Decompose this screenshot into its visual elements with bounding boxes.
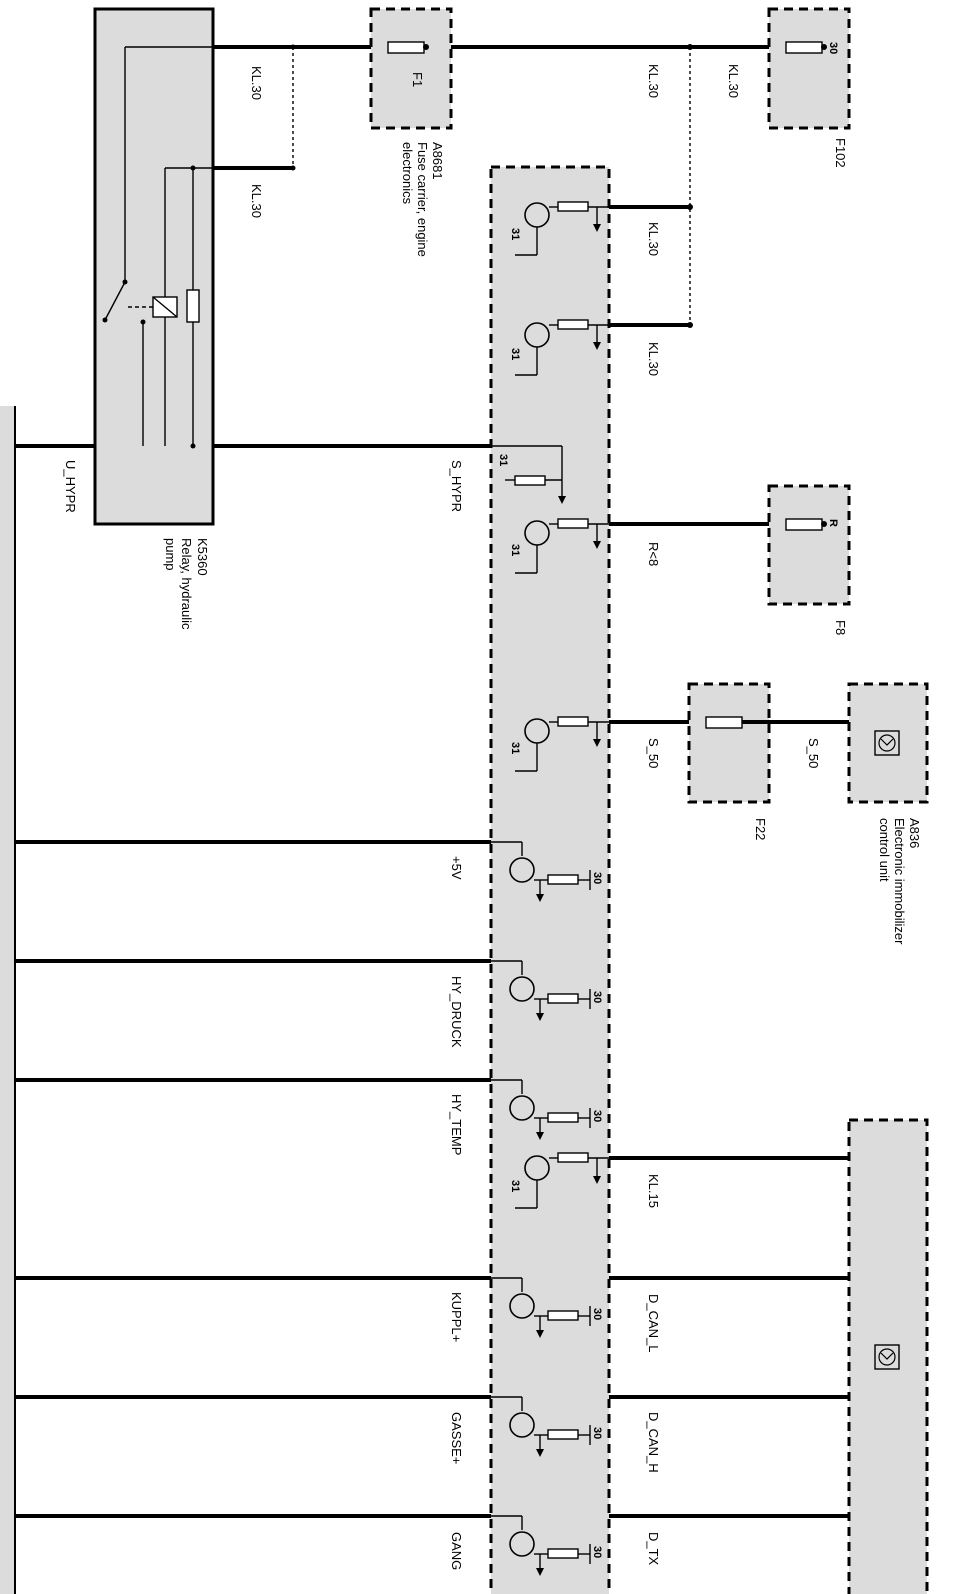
label-hy-temp: HY_TEMP (449, 1094, 464, 1155)
input-channel-gang: 30 (14, 1514, 603, 1576)
pin-30-gang: 30 (591, 1546, 603, 1558)
bus-control-unit (847, 1118, 929, 1594)
label-s50-b: S_50 (806, 738, 821, 768)
label-a8681-id: A8681 (430, 142, 445, 180)
resistor-icon (547, 1310, 579, 1321)
fuse-carrier-a8681: F1 (369, 7, 453, 130)
pin-f8: R (827, 519, 839, 527)
resistor-icon (557, 201, 589, 212)
resistor-icon (547, 874, 579, 885)
transistor-icon (509, 1412, 535, 1438)
resistor-icon (557, 319, 589, 330)
transistor-icon (509, 857, 535, 883)
label-s50-a: S_50 (646, 738, 661, 768)
label-plus5v: +5V (449, 856, 464, 880)
pin-30-hy-druck: 30 (591, 991, 603, 1003)
input-channel-kuppl: 30 (14, 1276, 603, 1338)
svg-text:31: 31 (509, 228, 521, 240)
label-a836-desc1: Electronic immobilizer (892, 818, 907, 945)
transistor-icon (509, 1095, 535, 1121)
label-s-hypr: S_HYPR (449, 460, 464, 512)
fuse-f22 (687, 682, 771, 804)
pin-f102: 30 (827, 42, 839, 54)
label-kl15: KL.15 (646, 1174, 661, 1208)
label-k5360-desc1: Relay, hydraulic (179, 538, 194, 630)
fuse-f1-icon (387, 41, 425, 54)
label-k5360-id: K5360 (195, 538, 210, 576)
resistor-icon (547, 1112, 579, 1123)
input-channel-hy-temp: 30 (14, 1078, 603, 1140)
input-channel-hy-druck: 30 (14, 959, 603, 1021)
left-module (0, 406, 14, 1594)
label-gasse: GASSE+ (449, 1412, 464, 1464)
label-f102: F102 (833, 138, 848, 168)
label-d-can-h: D_CAN_H (646, 1412, 661, 1473)
pin-30-kuppl: 30 (591, 1308, 603, 1320)
resistor-icon (557, 518, 589, 529)
input-channels: 30 30 30 30 30 30 (14, 840, 603, 1576)
label-kl30-d: KL.30 (726, 64, 741, 98)
label-d-tx: D_TX (646, 1532, 661, 1566)
label-kl30-e: KL.30 (646, 222, 661, 256)
transistor-channel-s50: 31 (509, 716, 609, 772)
fuse-f102-icon (785, 41, 823, 54)
svg-text:31: 31 (497, 454, 509, 466)
transistor-channel-2: 31 (509, 319, 609, 376)
pin-30-hy-temp: 30 (591, 1110, 603, 1122)
label-u-hypr: U_HYPR (63, 460, 78, 513)
label-d-can-l: D_CAN_L (646, 1294, 661, 1353)
input-channel-gasse: 30 (14, 1395, 603, 1457)
label-kl30-f: KL.30 (646, 342, 661, 376)
label-a8681-desc2: electronics (400, 142, 415, 205)
label-gang: GANG (449, 1532, 464, 1570)
label-k5360-desc2: pump (163, 538, 178, 571)
fuse-f8: R (767, 484, 851, 606)
label-r8: R<8 (646, 542, 661, 566)
label-f1: F1 (410, 72, 425, 87)
svg-text:31: 31 (509, 1180, 521, 1192)
label-f8: F8 (833, 620, 848, 635)
relay-k5360 (93, 7, 215, 526)
immobilizer-a836 (847, 682, 929, 804)
pin-30-plus5v: 30 (591, 872, 603, 884)
resistor-icon (514, 475, 546, 486)
fuse-f102: 30 (767, 7, 851, 130)
label-kl30-c: KL.30 (646, 64, 661, 98)
transistor-icon (509, 1293, 535, 1319)
resistor-icon (547, 993, 579, 1004)
label-kl30-b: KL.30 (249, 184, 264, 218)
svg-text:31: 31 (509, 742, 521, 754)
transistor-channel-r8: 31 (509, 518, 609, 574)
pin-30-gasse: 30 (591, 1427, 603, 1439)
label-f22: F22 (753, 818, 768, 840)
label-a836-id: A836 (907, 818, 922, 848)
resistor-icon (547, 1548, 579, 1559)
label-a8681-desc1: Fuse carrier, engine (415, 142, 430, 257)
label-hy-druck: HY_DRUCK (449, 976, 464, 1048)
svg-text:31: 31 (509, 348, 521, 360)
input-channel-plus5v: 30 (14, 840, 603, 902)
s-hypr-input: 31 (491, 445, 566, 504)
transistor-channel-1: 31 (509, 201, 609, 256)
transistor-icon (509, 1531, 535, 1557)
fuse-f8-icon (785, 518, 823, 531)
resistor-icon (557, 1152, 589, 1163)
label-kuppl: KUPPL+ (449, 1292, 464, 1342)
fuse-f22-icon (705, 716, 743, 729)
transistor-channel-kl15: 31 (509, 1152, 609, 1209)
resistor-icon (547, 1429, 579, 1440)
transistor-icon (509, 976, 535, 1002)
label-a836-desc2: control unit (877, 818, 892, 882)
label-kl30-a: KL.30 (249, 66, 264, 100)
resistor-icon (557, 716, 589, 727)
svg-text:31: 31 (509, 544, 521, 556)
